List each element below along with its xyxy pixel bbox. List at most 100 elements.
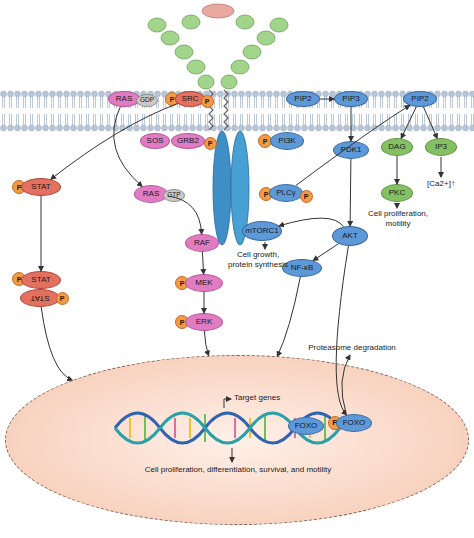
node-text: P — [180, 319, 185, 326]
signal-arrow — [313, 244, 338, 261]
node-text: RAF — [194, 239, 210, 247]
gene-label: Target genes — [234, 394, 304, 402]
dna-strand — [115, 413, 340, 443]
node-text: P — [264, 191, 269, 198]
signal-arrow — [204, 292, 205, 313]
phosphate-marker: P — [56, 292, 69, 305]
outcome-label: Cell proliferation, motility — [361, 209, 435, 228]
signal-arrow — [401, 107, 416, 139]
signal-arrow — [397, 156, 398, 184]
node-text: PKC — [389, 189, 405, 197]
protein-oval: AKT — [332, 226, 368, 246]
receptor-domain — [270, 18, 288, 32]
protein-oval: PDK1 — [333, 141, 369, 159]
receptor-domain — [257, 31, 275, 45]
base-pair — [324, 414, 326, 442]
node-text: P — [304, 193, 309, 200]
node-text: MEK — [195, 279, 212, 287]
base-pair — [129, 418, 131, 438]
base-pair — [174, 418, 176, 438]
arrow — [342, 355, 350, 413]
node-text: FOXO — [295, 422, 318, 430]
nucleotide-oval: GDP — [136, 94, 158, 107]
protein-oval: FOXO — [288, 417, 324, 435]
node-text: IP3 — [435, 143, 447, 151]
transmembrane-helix — [224, 90, 228, 130]
base-pair — [189, 418, 191, 438]
node-text: DAG — [388, 143, 405, 151]
signal-arrow — [351, 107, 352, 141]
base-pair — [234, 418, 236, 438]
node-text: P — [205, 98, 210, 105]
node-text: ERK — [196, 318, 212, 326]
node-text: GRB2 — [177, 137, 199, 145]
node-text: SRC — [182, 95, 199, 103]
outcome-label: Cell growth, protein synthesis — [226, 250, 290, 269]
outcome-label: Proteasome degradation — [297, 343, 407, 353]
signal-arrow — [41, 307, 72, 380]
static-arrows — [224, 157, 441, 462]
protein-oval: MEK — [185, 274, 223, 292]
node-text: PDK1 — [341, 146, 362, 154]
signal-arrow — [336, 246, 348, 415]
node-text: P — [208, 140, 213, 147]
signal-arrow — [168, 196, 202, 234]
protein-oval: IP3 — [425, 138, 457, 156]
signal-arrow — [277, 277, 300, 356]
node-text: STAT — [31, 183, 50, 191]
signal-arrow — [296, 105, 410, 185]
signal-arrow — [279, 218, 343, 227]
protein-oval: FOXO — [336, 414, 372, 432]
receptor-domain — [161, 31, 179, 45]
protein-oval: ERK — [185, 313, 223, 331]
protein-oval: PLCγ — [269, 184, 303, 202]
signal-arrow — [41, 196, 42, 271]
phosphate-marker: P — [204, 137, 217, 150]
node-text: PIP3 — [342, 95, 359, 103]
protein-oval: PKC — [381, 184, 413, 202]
node-text: PIP2 — [411, 95, 428, 103]
dna-strand — [115, 413, 340, 443]
node-text: GTP — [167, 192, 180, 199]
node-text: SOS — [147, 137, 164, 145]
nucleus: Target genesCell proliferation, differen… — [5, 355, 469, 525]
arrow — [232, 448, 233, 462]
node-text: mTORC1 — [245, 227, 279, 235]
node-text: PLCγ — [276, 189, 296, 197]
protein-oval: PIP2 — [403, 91, 437, 107]
node-text: P — [170, 96, 175, 103]
receptor-domain — [231, 60, 249, 74]
node-text: STAT — [30, 294, 49, 302]
protein-oval: STAT — [21, 178, 61, 196]
receptor-domain — [187, 60, 205, 74]
signal-arrow — [202, 252, 203, 274]
receptor-domain — [236, 15, 254, 29]
signal-arrow — [51, 104, 178, 180]
nucleotide-oval: GTP — [163, 189, 185, 202]
protein-oval: PI3K — [270, 132, 304, 150]
signal-arrow — [423, 107, 437, 139]
transcription-start-arrow — [224, 399, 231, 408]
signal-arrow — [350, 159, 352, 226]
receptor-domain — [182, 15, 200, 29]
arrow — [397, 203, 398, 208]
receptor-kinase-domain — [213, 131, 231, 245]
protein-oval: PIP3 — [334, 91, 368, 107]
node-text: RAS — [143, 190, 159, 198]
base-pair — [264, 414, 266, 442]
node-text: GDP — [140, 97, 154, 104]
dna-helix — [115, 413, 340, 443]
protein-oval: DAG — [381, 138, 413, 156]
phosphate-marker: P — [300, 190, 313, 203]
signal-arrow — [204, 331, 208, 356]
protein-oval: SOS — [140, 133, 170, 149]
signal-arrow — [114, 107, 142, 187]
outcome-text: Cell proliferation, differentiation, sur… — [6, 466, 470, 474]
protein-oval: mTORC1 — [242, 221, 282, 241]
node-text: NF-κB — [291, 264, 314, 272]
phosphate-marker: P — [201, 95, 214, 108]
node-text: RAS — [116, 95, 132, 103]
protein-oval: PIP2 — [286, 91, 320, 107]
node-text: FOXO — [343, 419, 366, 427]
arrow — [441, 157, 442, 177]
